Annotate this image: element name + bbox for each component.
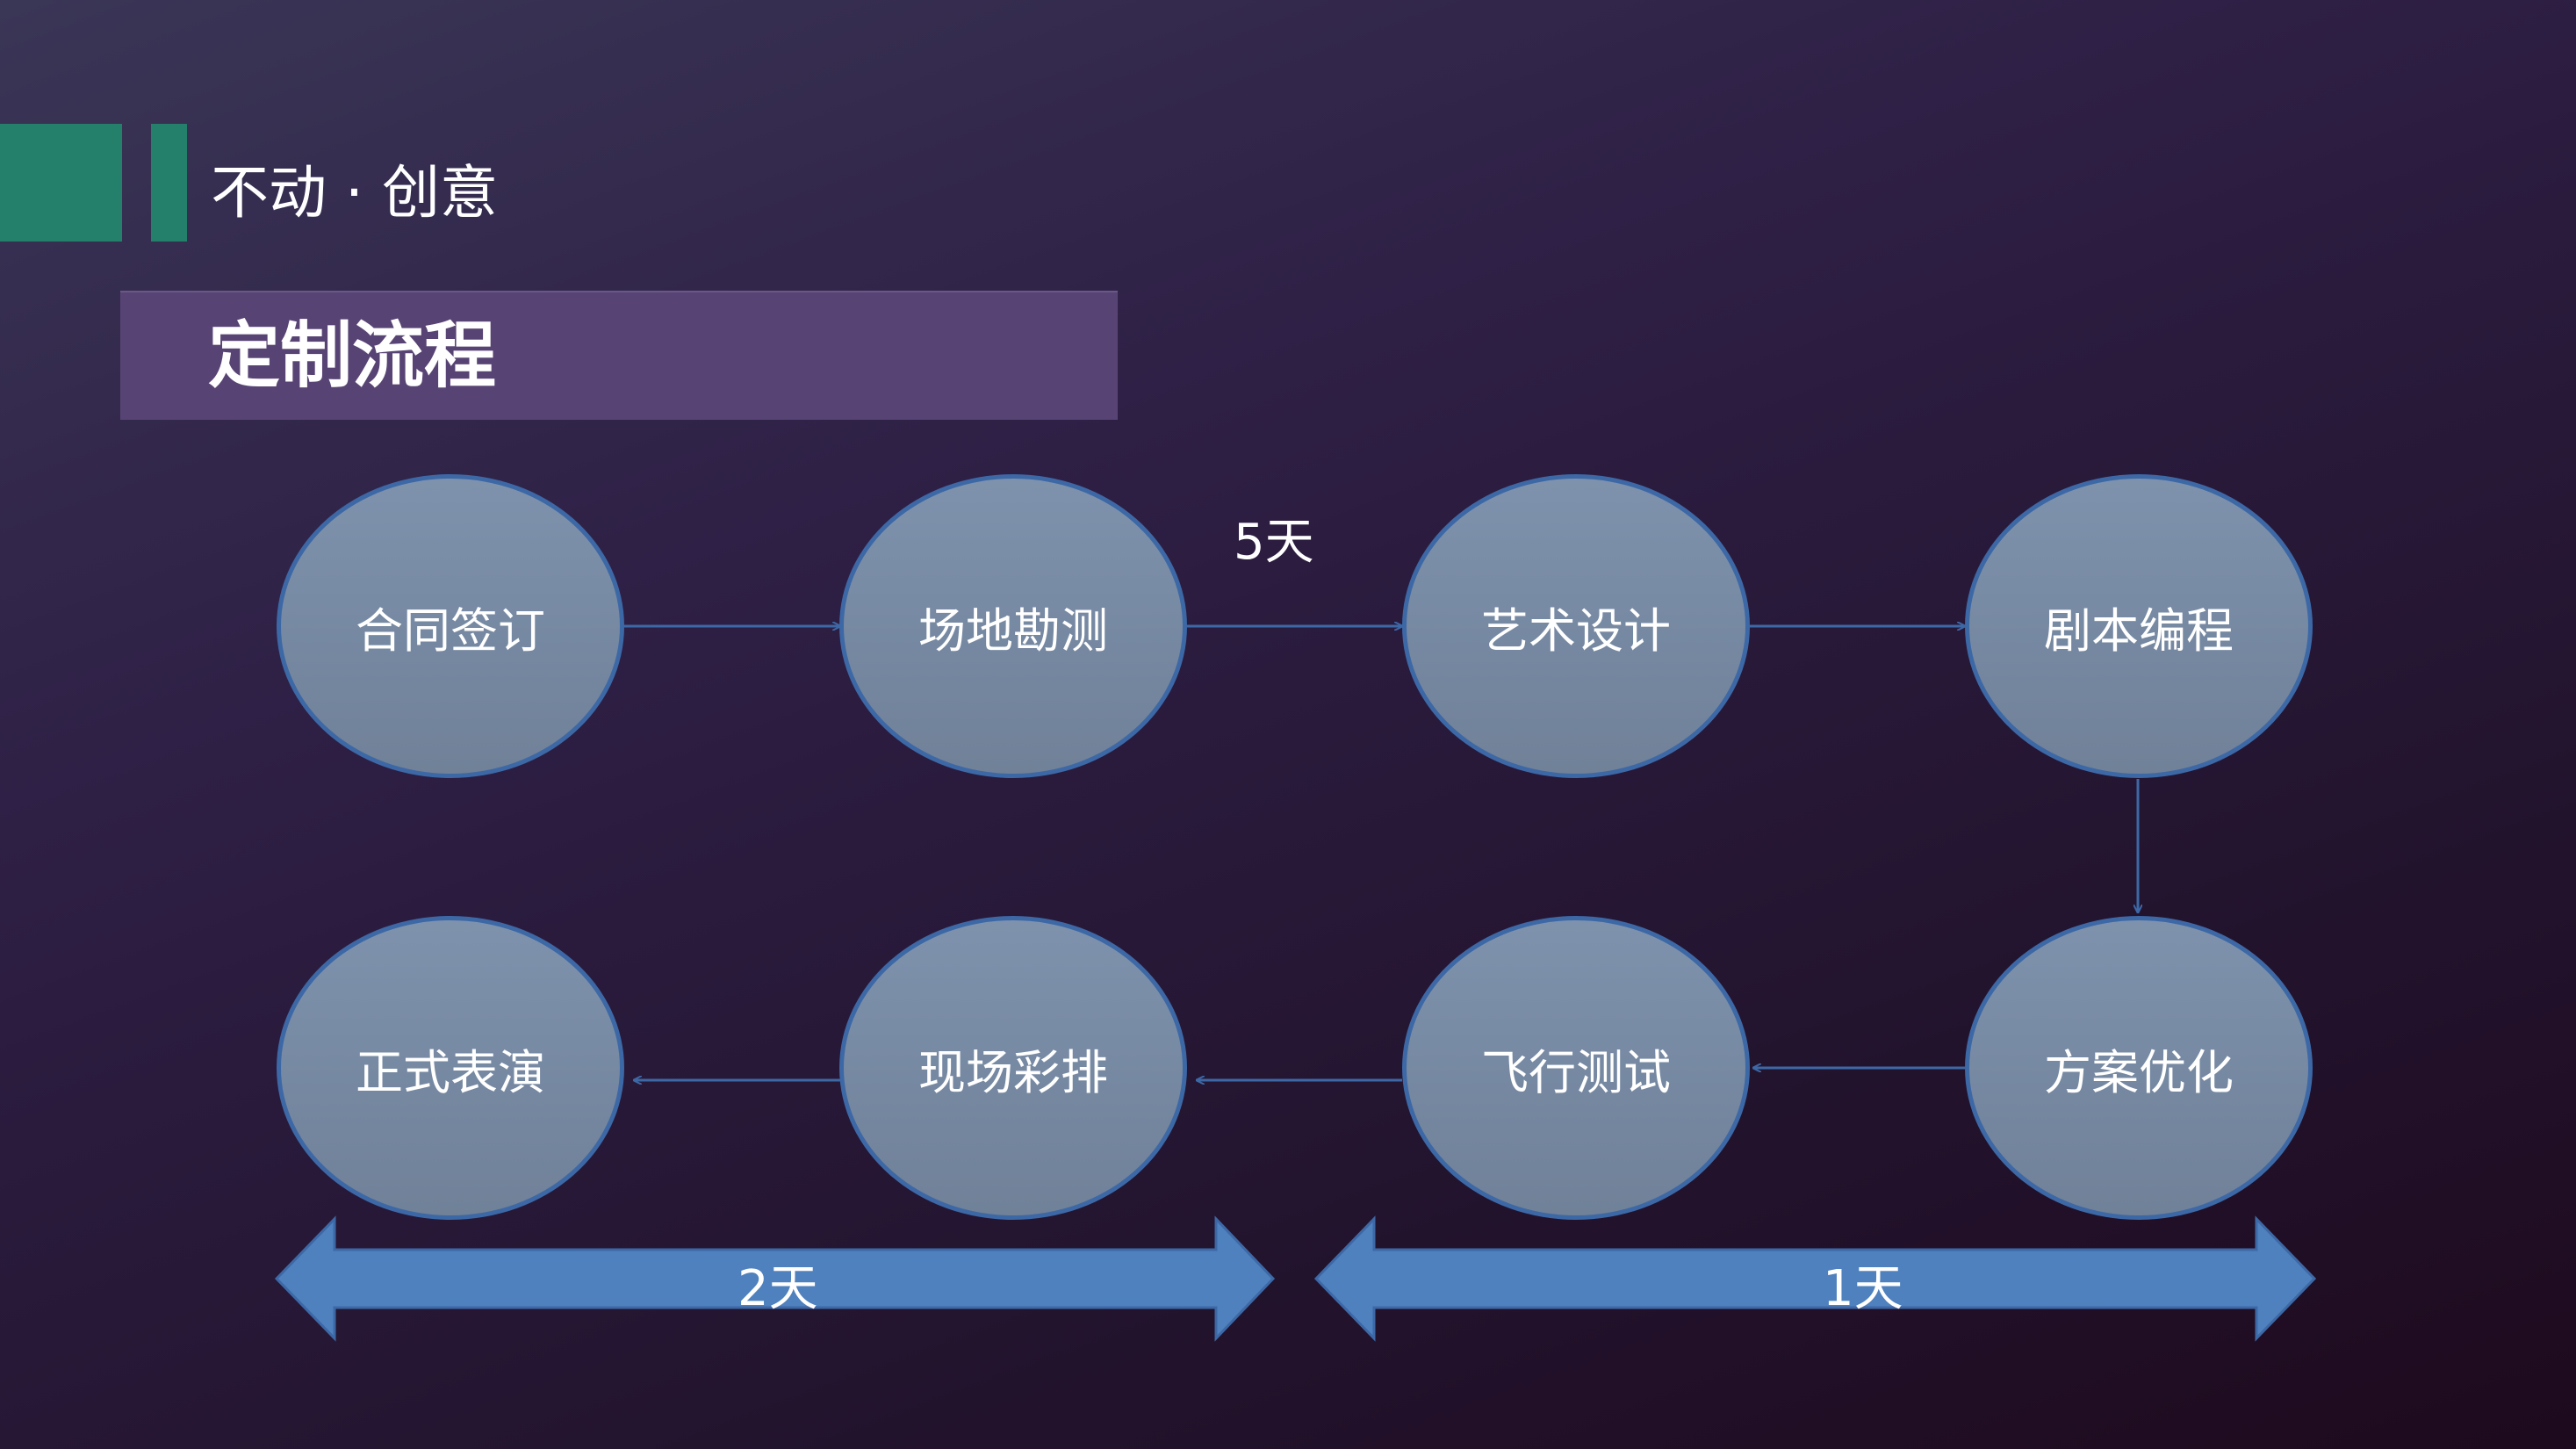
section-title: 定制流程 <box>208 314 497 398</box>
step-node-script-programming: 剧本编程 <box>1965 474 2313 778</box>
testing-phase-arrow <box>1313 1215 2317 1342</box>
step-label: 现场彩排 <box>918 1044 1108 1100</box>
rehearsal-phase-arrow <box>274 1215 1276 1342</box>
section-banner: 定制流程 <box>120 291 1118 420</box>
step-label: 剧本编程 <box>2044 602 2234 659</box>
brand-accent-bar <box>151 124 187 242</box>
testing-duration-label: 1天 <box>1823 1260 1903 1317</box>
step-label: 艺术设计 <box>1481 602 1671 659</box>
step-node-performance: 正式表演 <box>277 916 624 1220</box>
step-node-plan-optimization: 方案优化 <box>1965 916 2313 1220</box>
step-node-contract: 合同签订 <box>277 474 624 778</box>
rehearsal-duration-label: 2天 <box>738 1260 818 1317</box>
step-label: 飞行测试 <box>1481 1044 1671 1100</box>
step-label: 方案优化 <box>2044 1044 2234 1100</box>
step-label: 场地勘测 <box>918 602 1108 659</box>
step-label: 合同签订 <box>356 602 545 659</box>
step-node-site-survey: 场地勘测 <box>839 474 1187 778</box>
step-label: 正式表演 <box>356 1044 545 1100</box>
brand-accent-block <box>0 124 122 242</box>
brand-title: 不动 · 创意 <box>211 159 498 227</box>
design-duration-label: 5天 <box>1234 514 1314 571</box>
step-node-art-design: 艺术设计 <box>1402 474 1750 778</box>
step-node-flight-test: 飞行测试 <box>1402 916 1750 1220</box>
step-node-rehearsal: 现场彩排 <box>839 916 1187 1220</box>
